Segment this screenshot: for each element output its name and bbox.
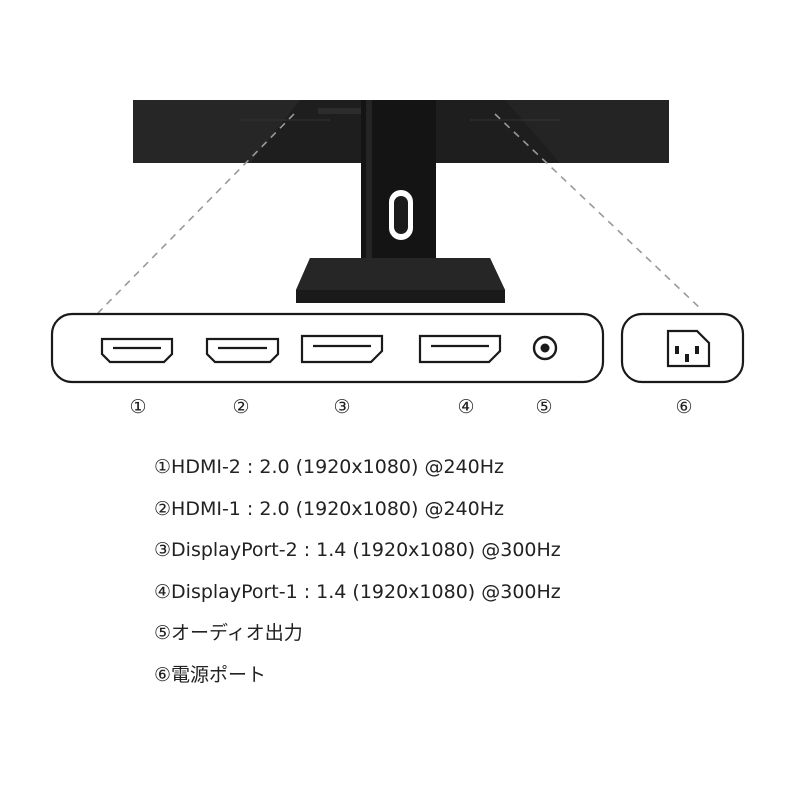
monitor-stand (296, 100, 505, 303)
port-number-3: ③ (333, 396, 351, 418)
power-panel (620, 312, 745, 384)
port-number-2: ② (232, 396, 250, 418)
port-number-1: ① (129, 396, 147, 418)
power-inlet-icon (666, 329, 711, 368)
spec-hdmi-1: ②HDMI-1 : 2.0 (1920x1080) @240Hz (154, 497, 504, 520)
displayport-icon (418, 334, 502, 364)
spec-power-port: ⑥電源ポート (154, 663, 267, 686)
spec-hdmi-2: ①HDMI-2 : 2.0 (1920x1080) @240Hz (154, 456, 504, 478)
audio-jack-icon (532, 335, 558, 361)
hdmi-port-icon (205, 337, 280, 364)
port-number-6: ⑥ (675, 396, 693, 418)
spec-displayport-2: ③DisplayPort-2 : 1.4 (1920x1080) @300Hz (154, 539, 561, 561)
port-number-4: ④ (457, 396, 475, 418)
hdmi-port-icon (100, 337, 174, 364)
leader-lines (97, 113, 703, 314)
displayport-icon (300, 334, 384, 364)
port-panel (50, 312, 605, 384)
port-number-5: ⑤ (535, 396, 553, 418)
spec-displayport-1: ④DisplayPort-1 : 1.4 (1920x1080) @300Hz (154, 580, 561, 603)
spec-audio-output: ⑤オーディオ出力 (154, 622, 303, 644)
port-spec-list: ①HDMI-2 : 2.0 (1920x1080) @240Hz ②HDMI-1… (154, 452, 561, 701)
